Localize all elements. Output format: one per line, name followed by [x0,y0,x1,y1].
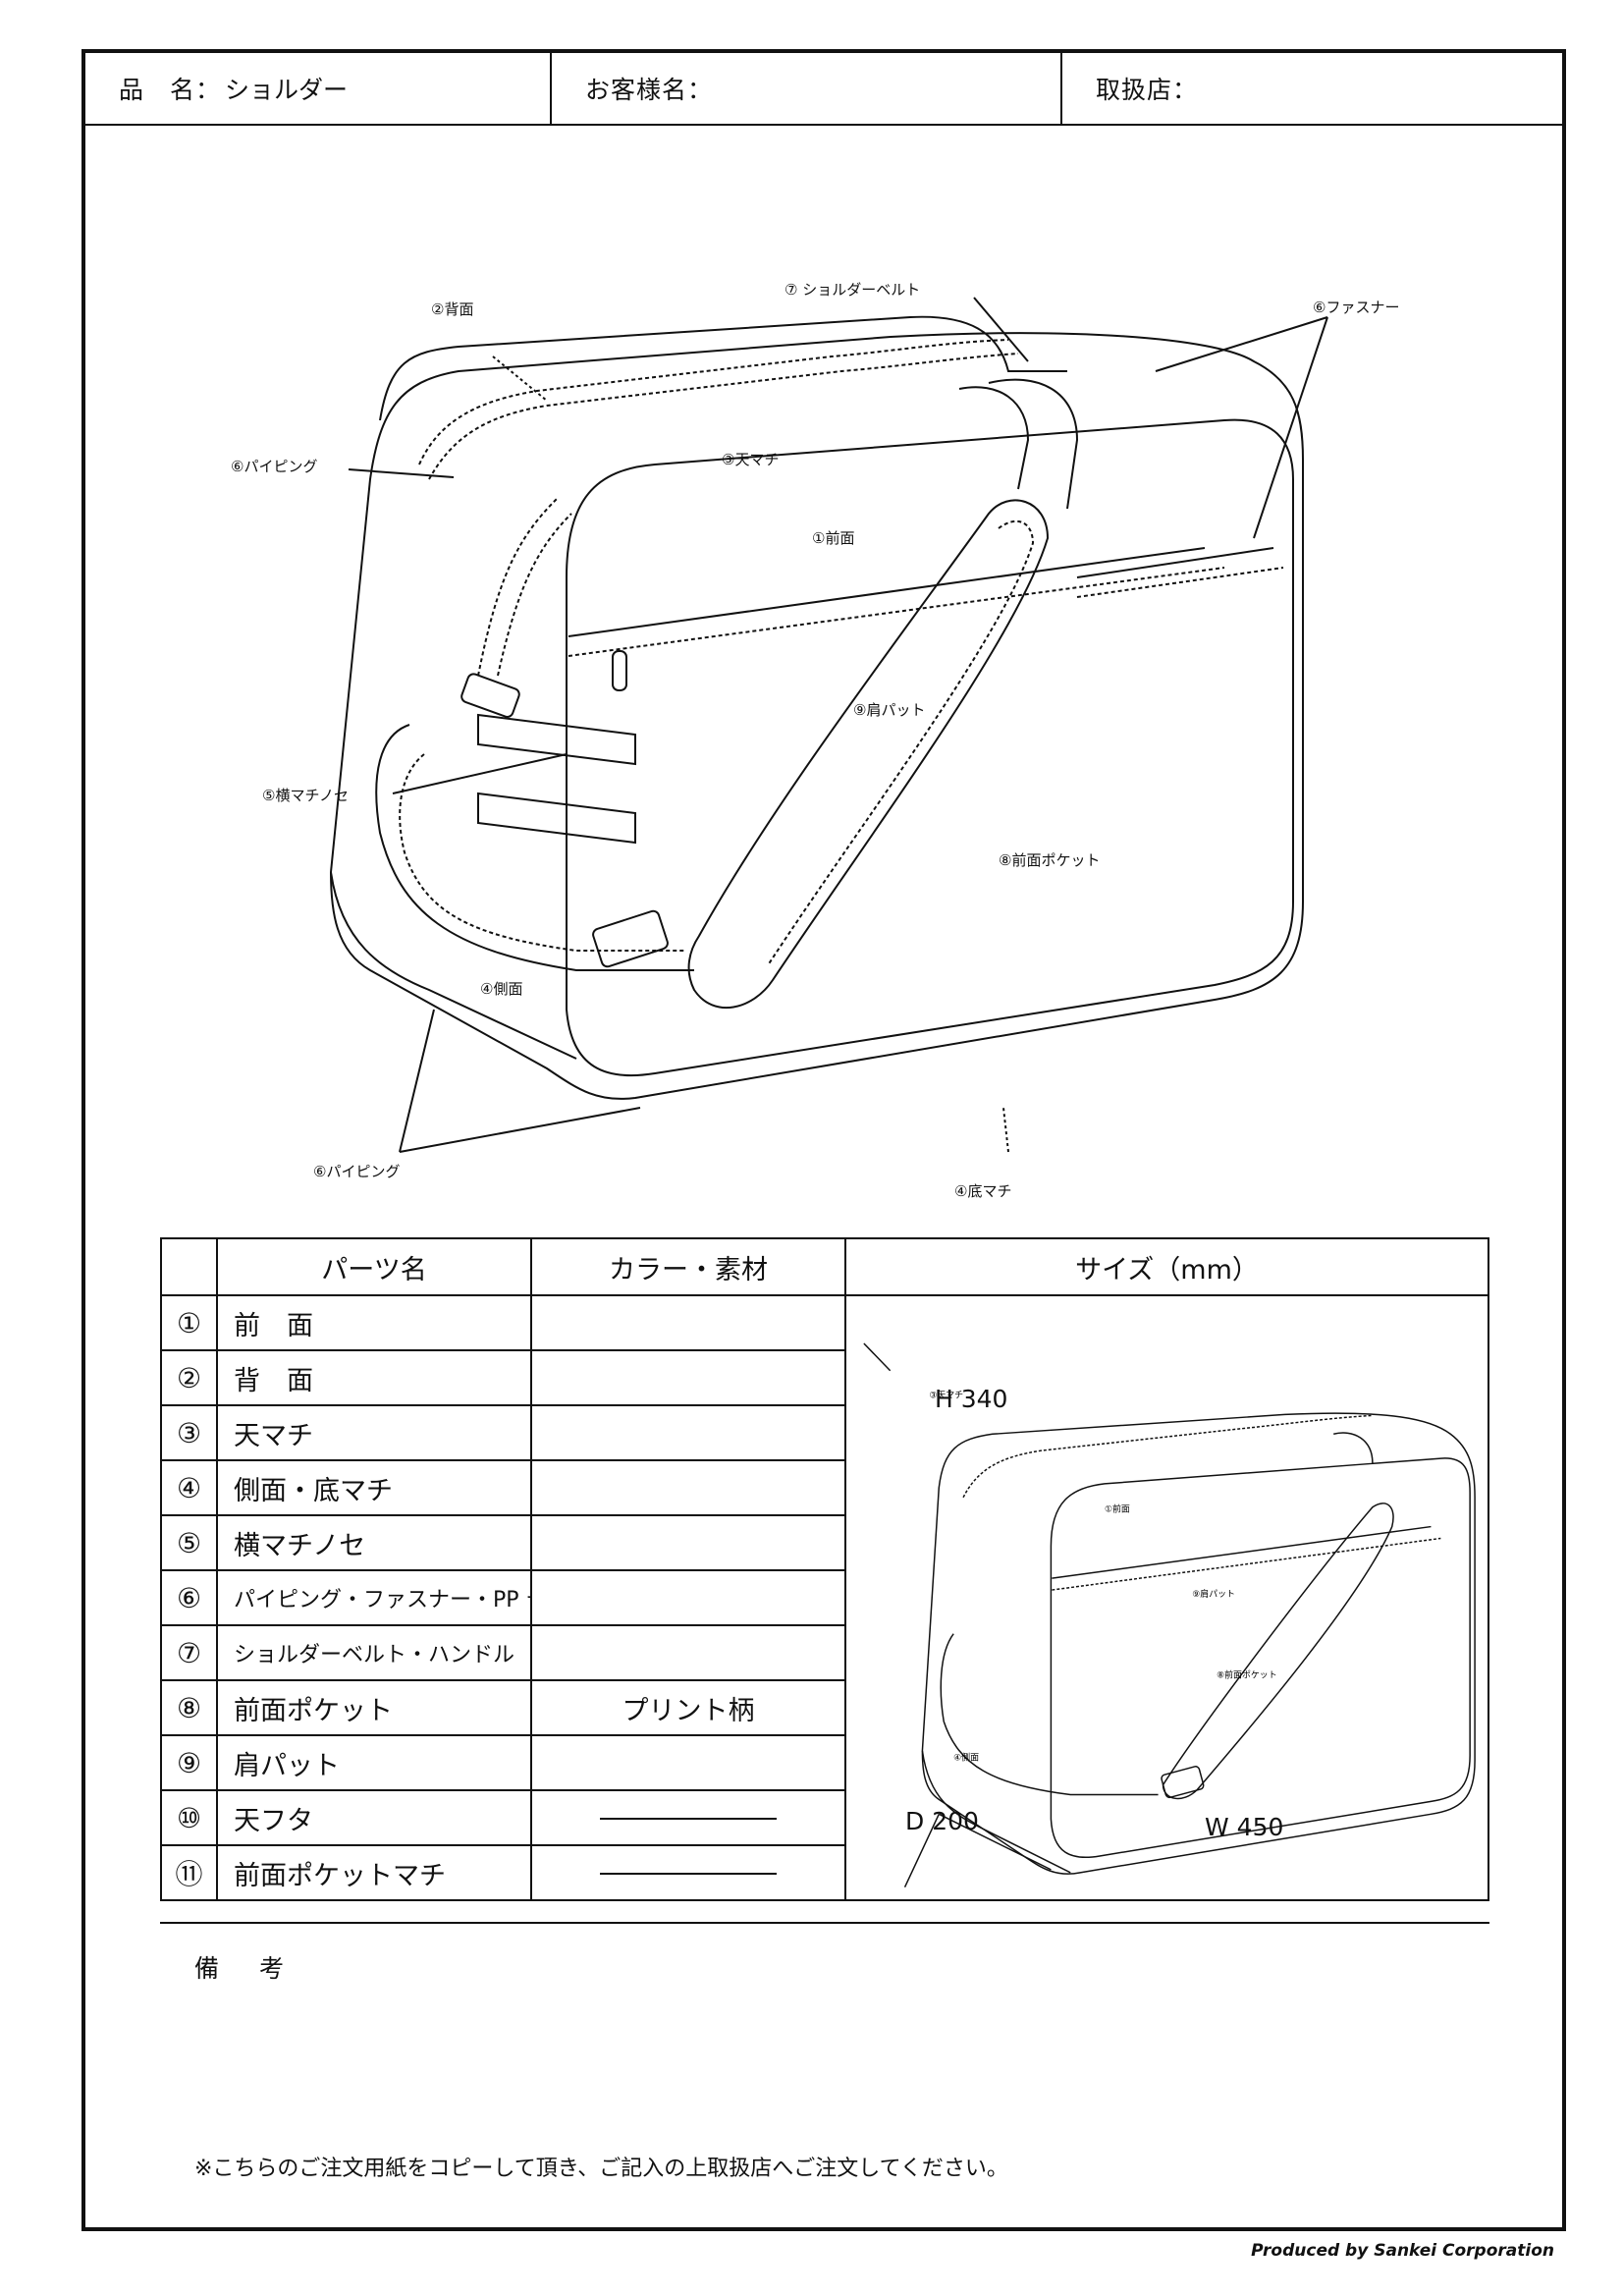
label-front-pocket: ⑧前面ポケット [999,851,1100,869]
row-color-na [530,1844,846,1901]
row-color-na [530,1789,846,1846]
label-bottom-gusset: ④底マチ [954,1182,1011,1200]
label-shoulder-pad: ⑨肩パット [853,701,925,719]
header-num [160,1237,218,1296]
row-part-name: 横マチノセ [216,1514,532,1571]
row-num: ⑥ [160,1569,218,1626]
row-num: ④ [160,1459,218,1516]
header-row: 品 名： ショルダー お客様名： 取扱店： [85,53,1562,126]
table-row: ① 前 面 ③天マチ [160,1294,1489,1901]
row-part-name: 背 面 [216,1349,532,1406]
credit: Produced by Sankei Corporation [1251,2241,1554,2261]
row-color[interactable]: プリント柄 [530,1679,846,1736]
product-name-label: 品 名： [119,76,222,104]
row-num: ⑤ [160,1514,218,1571]
dealer-cell: 取扱店： [1062,53,1562,124]
remarks-label: 備 考 [194,1954,293,1983]
parts-table: パーツ名 カラー・素材 サイズ（mm） ① 前 面 [160,1237,1489,1901]
table-row: ⑥ パイピング・ファスナー・PP テープ [160,1569,1488,1626]
row-part-name: 前 面 [216,1294,532,1351]
row-color[interactable] [530,1734,846,1791]
size-depth-label: D 200 [905,1807,979,1835]
mini-label-side: ④側面 [953,1752,979,1764]
remarks-divider [160,1922,1489,1924]
dealer-label: 取扱店： [1096,76,1199,104]
customer-name-cell: お客様名： [552,53,1062,124]
row-num: ⑪ [160,1844,218,1901]
product-name-value[interactable]: ショルダー [225,76,349,104]
row-color[interactable] [530,1294,846,1351]
row-part-name: 天フタ [216,1789,532,1846]
product-name-cell: 品 名： ショルダー [85,53,552,124]
row-part-name: ショルダーベルト・ハンドル [216,1624,532,1681]
header-size: サイズ（mm） [844,1237,1489,1296]
row-part-name: 肩パット [216,1734,532,1791]
mini-label-pocket: ⑧前面ポケット [1217,1668,1277,1680]
label-piping-top: ⑥パイピング [231,458,317,475]
bag-illustration: ②背面 ⑦ ショルダーベルト ⑥ファスナー ⑥パイピング ③天マチ ①前面 ⑨肩… [231,281,1399,1200]
row-color[interactable] [530,1459,846,1516]
row-part-name: 側面・底マチ [216,1459,532,1516]
order-form-frame: 品 名： ショルダー お客様名： 取扱店： [81,49,1566,2231]
size-illustration: ③天マチ ①前面 ⑨肩パット ⑧前面ポケット ④側面 [863,1342,1476,1888]
header-color-material: カラー・素材 [530,1237,846,1296]
table-row: ② 背 面 [160,1349,1488,1406]
table-row: ⑪ 前面ポケットマチ [160,1844,1488,1901]
row-color[interactable] [530,1404,846,1461]
row-num: ⑩ [160,1789,218,1846]
size-height-label: H 340 [935,1385,1008,1413]
row-color[interactable] [530,1624,846,1681]
row-part-name: 前面ポケット [216,1679,532,1736]
not-applicable-line [600,1873,777,1875]
label-shoulder-belt: ⑦ ショルダーベルト [784,281,920,299]
size-diagram-cell: ③天マチ ①前面 ⑨肩パット ⑧前面ポケット ④側面 H 340 D 200 W… [844,1294,1489,1901]
header-part-name: パーツ名 [216,1237,532,1296]
row-num: ① [160,1294,218,1351]
table-row: ⑩ 天フタ [160,1789,1488,1846]
table-row: ③ 天マチ [160,1404,1488,1461]
size-width-label: W 450 [1205,1813,1284,1841]
label-back: ②背面 [431,301,473,318]
row-num: ⑧ [160,1679,218,1736]
row-num: ⑨ [160,1734,218,1791]
row-part-name: パイピング・ファスナー・PP テープ [216,1569,532,1626]
label-fastener: ⑥ファスナー [1313,299,1399,316]
mini-label-front: ①前面 [1105,1503,1130,1515]
row-num: ⑦ [160,1624,218,1681]
not-applicable-line [600,1818,777,1820]
row-part-name: 前面ポケットマチ [216,1844,532,1901]
label-piping-bottom: ⑥パイピング [313,1163,400,1180]
label-top-gusset: ③天マチ [722,451,779,468]
row-color[interactable] [530,1349,846,1406]
table-row: ⑤ 横マチノセ [160,1514,1488,1571]
table-row: ⑨ 肩パット [160,1734,1488,1791]
label-side-tab: ⑤横マチノセ [262,787,349,804]
table-row: ⑦ ショルダーベルト・ハンドル [160,1624,1488,1681]
order-note: ※こちらのご注文用紙をコピーして頂き、ご記入の上取扱店へご注文してください。 [194,2157,1008,2181]
bag-diagram: ②背面 ⑦ ショルダーベルト ⑥ファスナー ⑥パイピング ③天マチ ①前面 ⑨肩… [85,126,1562,1206]
mini-label-pad: ⑨肩パット [1192,1588,1235,1600]
row-part-name: 天マチ [216,1404,532,1461]
row-color[interactable] [530,1514,846,1571]
table-header-row: パーツ名 カラー・素材 サイズ（mm） [160,1237,1489,1296]
label-side: ④側面 [480,980,522,998]
row-color[interactable] [530,1569,846,1626]
table-row: ⑧ 前面ポケット プリント柄 [160,1679,1488,1736]
label-front: ①前面 [812,529,854,547]
row-num: ③ [160,1404,218,1461]
mini-label-top-gusset: ③天マチ [929,1391,963,1401]
row-num: ② [160,1349,218,1406]
customer-name-label: お客様名： [585,76,714,104]
table-row: ④ 側面・底マチ [160,1459,1488,1516]
